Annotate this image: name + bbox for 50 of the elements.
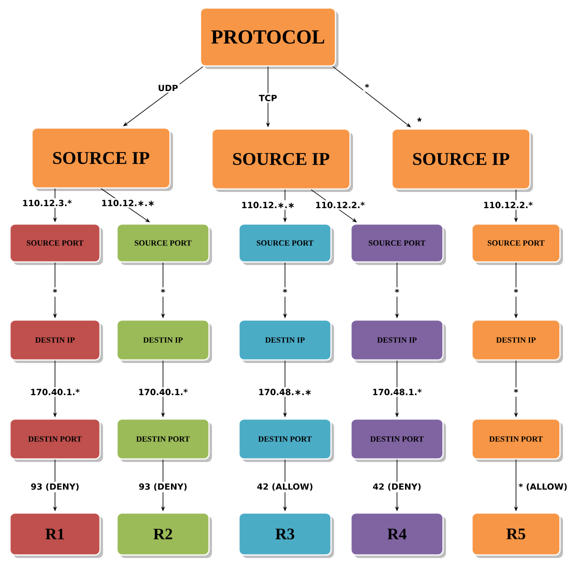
edge-label: 42 (DENY) — [371, 482, 423, 492]
edge-label: 110.12.2.* — [314, 200, 366, 210]
process-box: SOURCE IP — [211, 128, 353, 192]
process-box: SOURCE PORT — [9, 223, 103, 265]
edge-label: 110.12.∗.∗ — [100, 198, 156, 208]
edge-label: 170.48.1.* — [370, 387, 424, 397]
process-box: DESTIN PORT — [238, 418, 334, 462]
process-box: SOURCE PORT — [350, 223, 446, 265]
edge-label: * — [159, 287, 167, 297]
edge-label: UDP — [156, 83, 180, 93]
process-box: SOURCE PORT — [116, 223, 212, 265]
process-box: SOURCE PORT — [471, 223, 563, 265]
arrow — [123, 66, 204, 126]
process-box: DESTIN PORT — [471, 418, 563, 462]
edge-label: 110.12.∗.∗ — [240, 200, 296, 210]
edge-label: TCP — [257, 93, 279, 103]
edge-label: 110.12.3.* — [20, 198, 74, 208]
edge-label: 93 (DENY) — [29, 482, 81, 492]
edge-label: 93 (DENY) — [137, 482, 189, 492]
edge-label: 170.40.1.* — [28, 387, 82, 397]
edge-label: * — [393, 287, 401, 297]
edge-label: 110.12.2.* — [482, 200, 534, 210]
process-box: DESTIN PORT — [116, 418, 212, 462]
result-box: R1 — [9, 512, 103, 558]
process-box: SOURCE PORT — [238, 223, 334, 265]
process-box: DESTIN PORT — [350, 418, 446, 462]
process-box: SOURCE IP — [391, 128, 533, 192]
process-box: DESTIN PORT — [9, 418, 103, 462]
edge-label: 170.40.1.* — [136, 387, 190, 397]
edge-label: 42 (ALLOW) — [255, 482, 315, 492]
result-box: R3 — [238, 512, 334, 558]
result-box: R5 — [471, 512, 563, 558]
process-box: DESTIN IP — [9, 319, 103, 363]
star-mark: * — [417, 118, 422, 122]
edge-label: * — [281, 287, 289, 297]
edge-label: * — [363, 82, 371, 92]
process-box: DESTIN IP — [350, 319, 446, 363]
edge-label: * — [51, 287, 59, 297]
edge-label: * — [512, 387, 520, 397]
process-box: PROTOCOL — [200, 7, 338, 69]
result-box: R4 — [350, 512, 446, 558]
process-box: DESTIN IP — [116, 319, 212, 363]
edge-label: 170.48.∗.∗ — [256, 387, 314, 397]
process-box: DESTIN IP — [238, 319, 334, 363]
edge-label: * (ALLOW) — [517, 482, 569, 492]
result-box: R2 — [116, 512, 212, 558]
process-box: DESTIN IP — [471, 319, 563, 363]
edge-label: * — [512, 287, 520, 297]
process-box: SOURCE IP — [31, 127, 173, 191]
arrow — [332, 66, 411, 128]
